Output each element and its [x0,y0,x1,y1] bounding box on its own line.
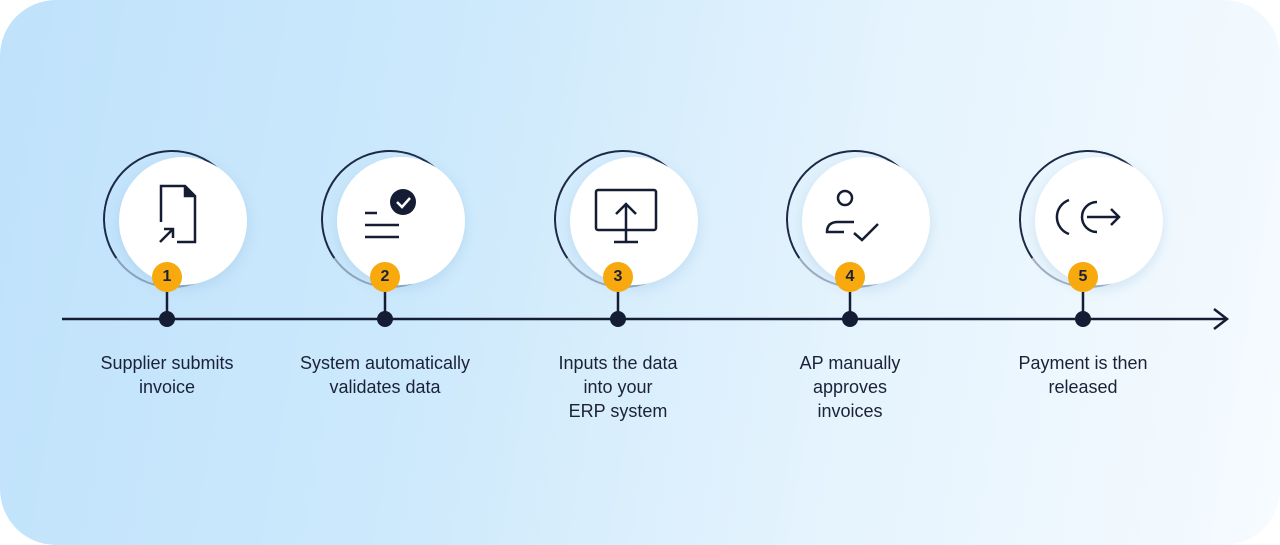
timeline-dot [842,311,858,327]
step-disc [570,157,698,285]
step-label: Inputs the data into your ERP system [558,353,678,421]
document-arrow-icon [159,184,197,244]
step-label: Payment is then released [1018,353,1148,397]
monitor-upload-icon [594,188,658,244]
step-label: AP manually approves invoices [799,353,901,421]
step-number-badge: 4 [835,262,865,292]
step-disc [802,157,930,285]
step-label: System automatically validates data [299,353,471,397]
payment-out-icon [1055,198,1121,236]
step-number-badge: 2 [370,262,400,292]
timeline-dot [610,311,626,327]
step-disc [337,157,465,285]
list-check-icon [365,189,416,239]
step-disc [119,157,247,285]
timeline-dot [1075,311,1091,327]
step-number-badge: 1 [152,262,182,292]
timeline-arrow-icon [1213,308,1230,330]
step-number-badge: 5 [1068,262,1098,292]
timeline-dot [159,311,175,327]
connectors [159,292,1091,327]
step-number-badge: 3 [603,262,633,292]
timeline-dot [377,311,393,327]
step-label: Supplier submits invoice [100,353,234,397]
user-check-icon [825,189,879,242]
